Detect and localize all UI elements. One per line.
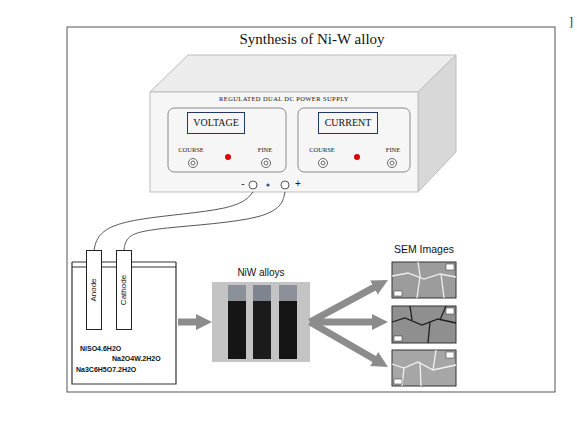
knob (189, 159, 198, 168)
strip-top (228, 285, 246, 301)
panel-caption: REGULATED DUAL DC POWER SUPPLY (219, 96, 349, 103)
terminal-dot (266, 183, 269, 186)
electrolytic-cell: NiSO4.6H2O Na2O4W.2H2O Na3C6H5O7.2H2O Anode… (70, 250, 178, 386)
knob-center (321, 161, 325, 165)
indicator-lamp (225, 154, 231, 160)
display-label: CURRENT (325, 118, 372, 128)
lead-wire (94, 192, 253, 250)
sem-panel: SEM Images (388, 242, 460, 388)
section-heading: SEM Images (394, 244, 454, 255)
control-panel (298, 108, 410, 172)
voltage-display: VOLTAGE (187, 112, 245, 134)
process-arrow (178, 318, 212, 325)
electrode-label: Anode (90, 278, 98, 301)
strip-top (279, 285, 297, 301)
terminal (249, 181, 257, 189)
sem-image (392, 262, 456, 298)
cathode-electrode: Cathode (116, 250, 132, 330)
knob-center (191, 161, 195, 165)
panel-tag (446, 308, 454, 314)
power-supply: REGULATED DUAL DC POWER SUPPLY VOLTAGE CUR… (150, 92, 418, 192)
knob-label: FINE (386, 147, 400, 154)
lead-wire (124, 192, 285, 250)
knob-label: FINE (258, 147, 272, 154)
knob (388, 159, 397, 168)
knob (262, 159, 271, 168)
crack-pattern (392, 350, 456, 386)
sem-image (392, 306, 456, 343)
knob-center (390, 161, 394, 165)
knob (319, 159, 328, 168)
process-arrow (310, 322, 388, 367)
process-arrow (310, 318, 388, 325)
figure-title: Synthesis of Ni-W alloy (239, 32, 384, 47)
crack-pattern (392, 262, 456, 298)
supply-front-face (150, 92, 418, 192)
chemical-formula: Na2O4W.2H2O (112, 355, 161, 362)
process-arrow (310, 280, 388, 322)
polarity-sign: - (241, 179, 244, 189)
coated-strip (279, 301, 297, 359)
outer-frame (67, 27, 555, 392)
alloy-samples: NiW alloys (212, 266, 310, 362)
knob-label: COURSE (178, 147, 204, 154)
scale-tag (394, 336, 402, 341)
display-label: VOLTAGE (193, 118, 239, 128)
stray-mark: ] (569, 16, 573, 28)
chemical-formula: NiSO4.6H2O (80, 345, 121, 352)
supply-side-face (418, 55, 456, 192)
indicator-lamp (354, 154, 360, 160)
sem-image (392, 350, 456, 386)
terminal (281, 181, 289, 189)
panel-tag (446, 264, 454, 270)
polarity-sign: + (295, 179, 301, 189)
knob-label: COURSE (309, 147, 335, 154)
control-panel (168, 108, 286, 172)
electrode-label: Cathode (120, 275, 128, 305)
chemical-formula: Na3C6H5O7.2H2O (76, 366, 136, 373)
scale-tag (394, 291, 402, 296)
strip-top (253, 285, 271, 301)
section-heading: NiW alloys (237, 268, 284, 278)
coated-strip (253, 301, 271, 359)
current-display: CURRENT (318, 112, 378, 134)
crack-pattern (392, 306, 456, 343)
anode-electrode: Anode (86, 250, 102, 330)
supply-top-face (150, 55, 456, 92)
sample-photo (212, 282, 310, 362)
scale-tag (394, 379, 402, 384)
knob-center (264, 161, 268, 165)
panel-tag (446, 352, 454, 358)
coated-strip (228, 301, 246, 359)
